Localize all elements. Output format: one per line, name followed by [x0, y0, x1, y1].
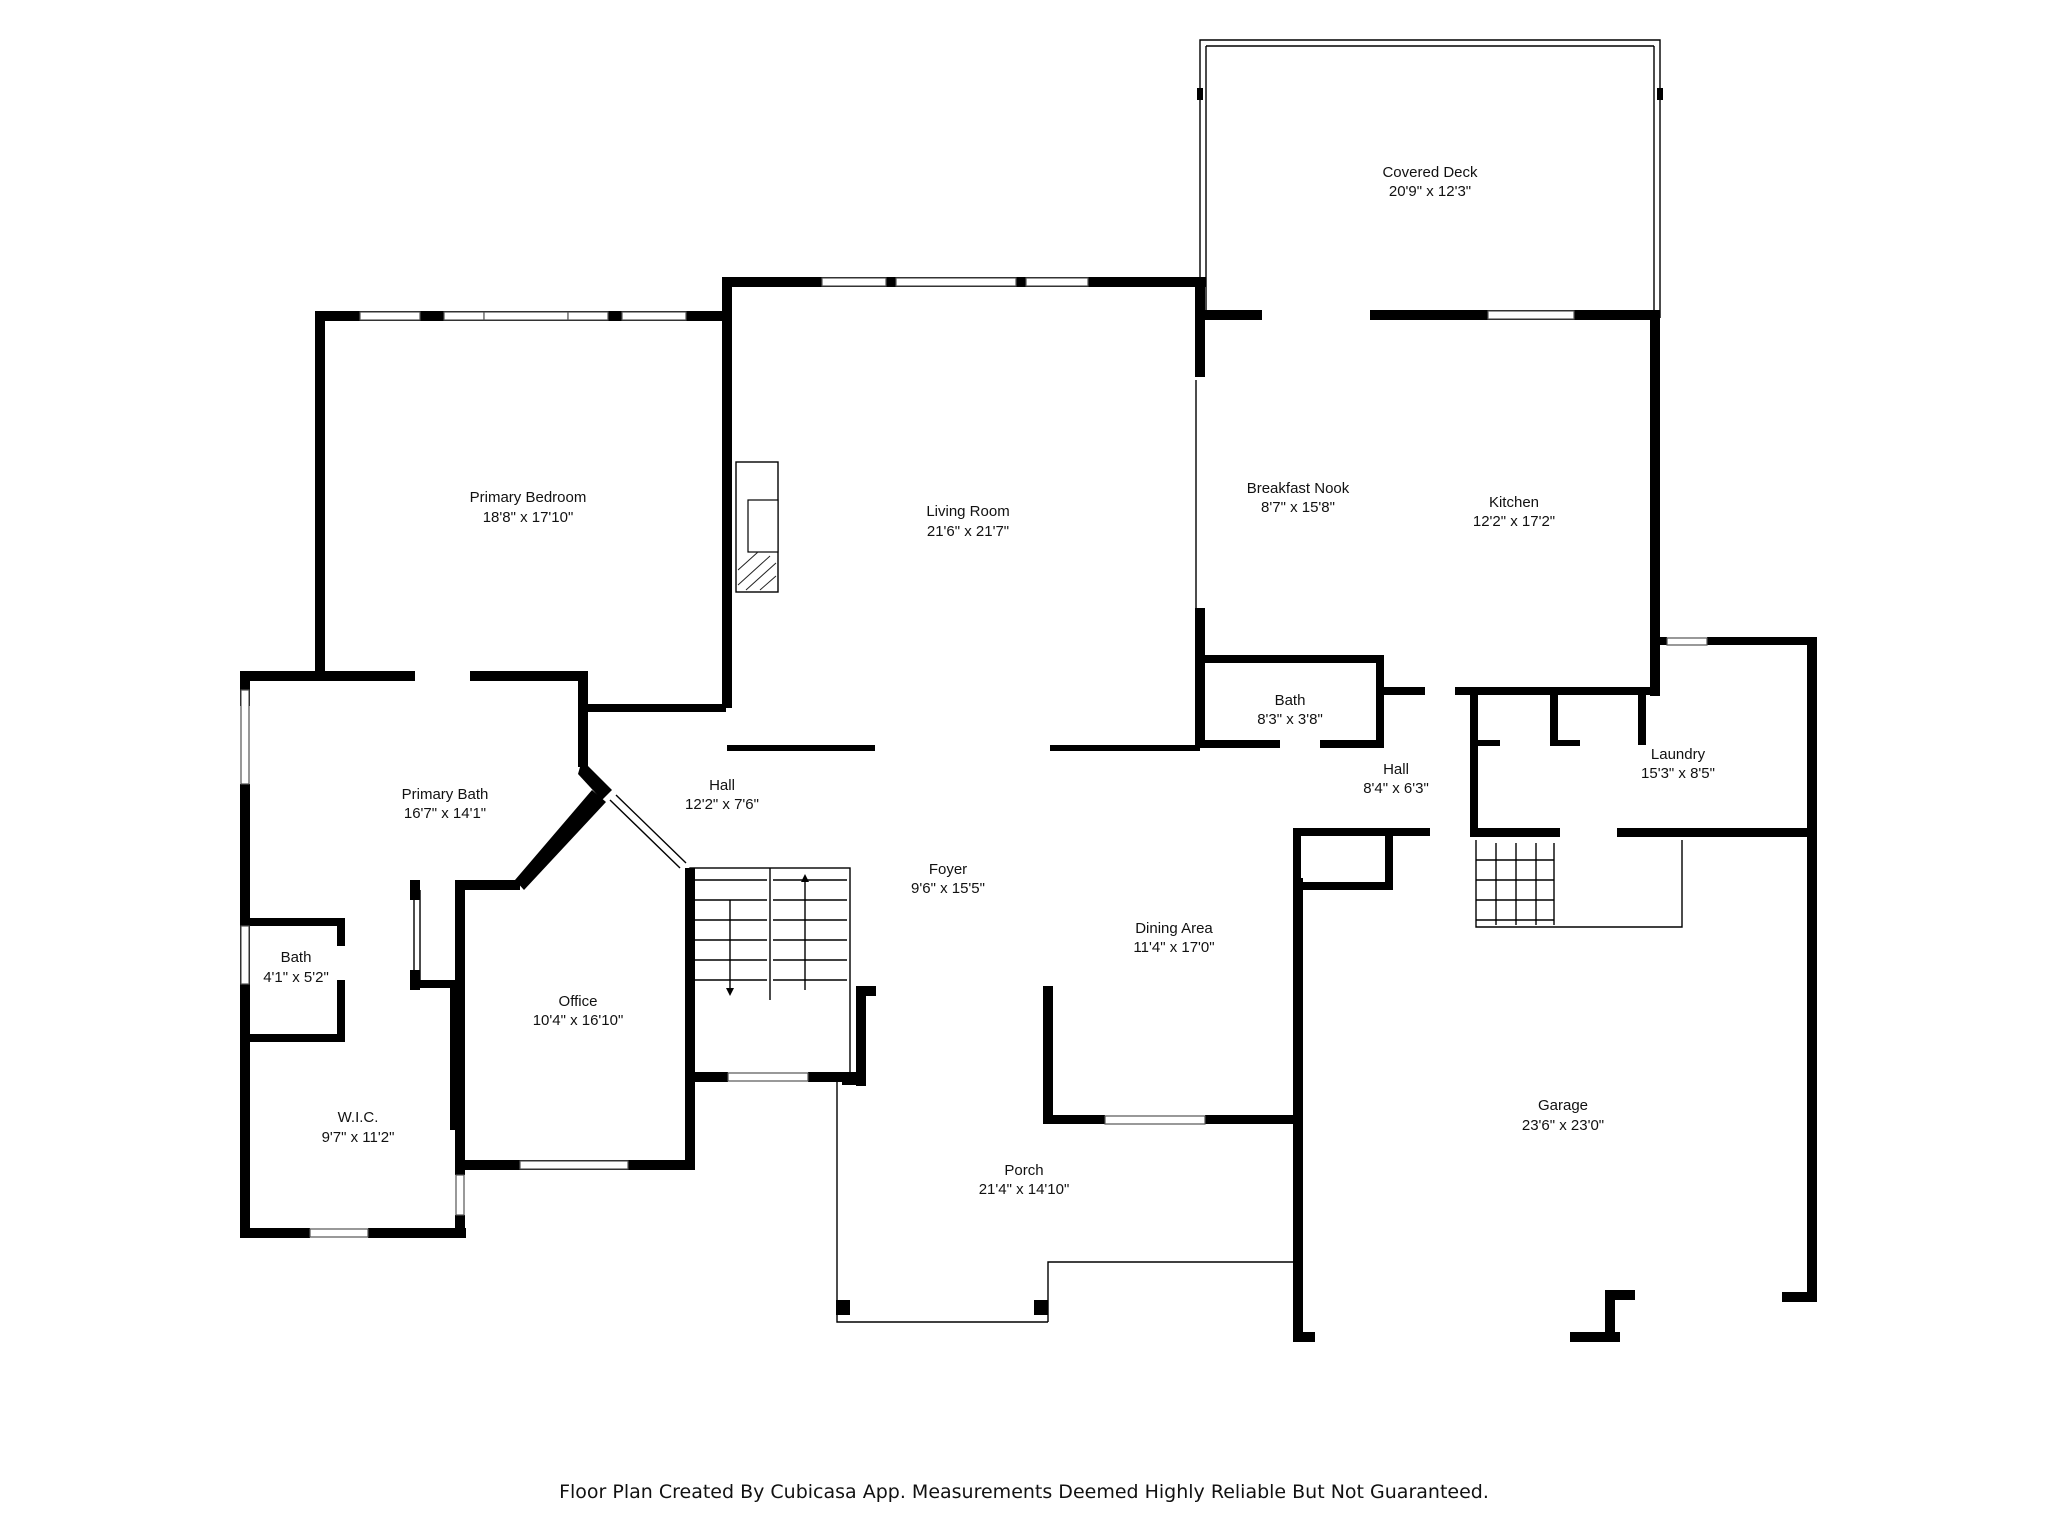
- room-name-covered-deck: Covered Deck: [1382, 164, 1478, 181]
- room-name-office: Office: [559, 993, 598, 1010]
- thin-outlines: [413, 39, 1683, 1323]
- room-name-primary-bedroom: Primary Bedroom: [470, 489, 587, 506]
- room-name-garage: Garage: [1538, 1097, 1588, 1114]
- room-dims-laundry: 15'3" x 8'5": [1641, 765, 1715, 782]
- room-dims-primary-bath: 16'7" x 14'1": [404, 805, 486, 822]
- room-dims-porch: 21'4" x 14'10": [979, 1181, 1070, 1198]
- room-name-porch: Porch: [1004, 1162, 1043, 1179]
- room-name-kitchen: Kitchen: [1489, 494, 1539, 511]
- footer-disclaimer: Floor Plan Created By Cubicasa App. Meas…: [559, 1481, 1489, 1503]
- stairs: [693, 843, 1555, 1000]
- walls: [240, 88, 1817, 1342]
- room-dims-bath-small: 8'3" x 3'8": [1257, 711, 1323, 728]
- room-dims-hall-east: 8'4" x 6'3": [1363, 780, 1429, 797]
- windows: [240, 277, 1708, 1238]
- room-name-breakfast-nook: Breakfast Nook: [1247, 480, 1350, 497]
- room-name-bath-small: Bath: [1275, 692, 1306, 709]
- room-dims-garage: 23'6" x 23'0": [1522, 1117, 1604, 1134]
- room-name-primary-bath: Primary Bath: [402, 786, 489, 803]
- room-dims-breakfast-nook: 8'7" x 15'8": [1261, 499, 1335, 516]
- door-openings: [415, 310, 1782, 1342]
- room-name-hall-east: Hall: [1383, 761, 1409, 778]
- room-dims-covered-deck: 20'9" x 12'3": [1389, 183, 1471, 200]
- room-labels: Covered Deck 20'9" x 12'3" Primary Bedro…: [263, 164, 1715, 1198]
- room-dims-dining-area: 11'4" x 17'0": [1133, 939, 1214, 956]
- room-name-dining-area: Dining Area: [1135, 920, 1213, 937]
- room-dims-kitchen: 12'2" x 17'2": [1473, 513, 1555, 530]
- room-dims-office: 10'4" x 16'10": [533, 1012, 624, 1029]
- room-name-hall-west: Hall: [709, 777, 735, 794]
- room-dims-primary-bedroom: 18'8" x 17'10": [483, 509, 574, 526]
- room-dims-living-room: 21'6" x 21'7": [927, 523, 1009, 540]
- room-name-wic: W.I.C.: [338, 1109, 379, 1126]
- room-name-laundry: Laundry: [1651, 746, 1706, 763]
- room-dims-wic: 9'7" x 11'2": [322, 1129, 395, 1146]
- room-dims-bath-west: 4'1" x 5'2": [263, 969, 329, 986]
- room-dims-foyer: 9'6" x 15'5": [911, 880, 985, 897]
- room-name-bath-west: Bath: [281, 949, 312, 966]
- room-name-living-room: Living Room: [926, 503, 1009, 520]
- room-dims-hall-west: 12'2" x 7'6": [685, 796, 759, 813]
- room-name-foyer: Foyer: [929, 861, 967, 878]
- fireplace-icon: [735, 461, 779, 593]
